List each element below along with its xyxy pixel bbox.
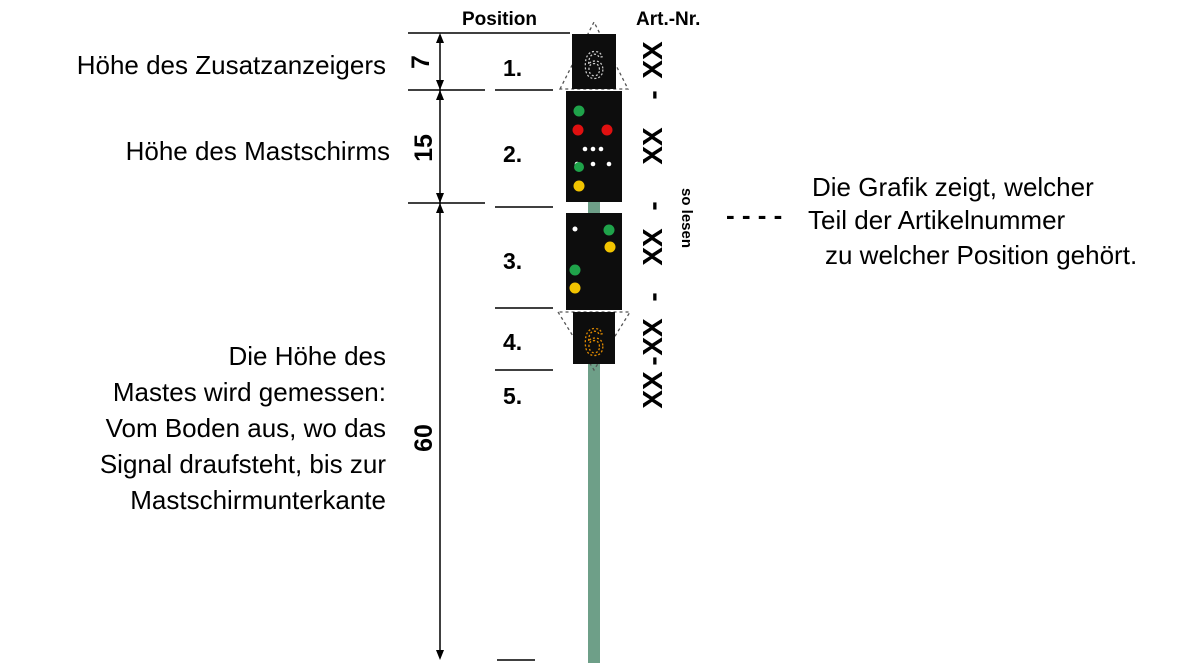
arrow-up-2 [436,90,444,100]
position-1: 1. [503,55,522,81]
position-4: 4. [503,329,522,355]
mast-desc-line-5: Mastschirmunterkante [130,485,386,515]
lamp-yellow-right [604,241,616,253]
art-sep-4: - [637,356,668,365]
signal-mast [588,360,600,663]
art-sep-3: - [637,292,668,301]
top-indicator-screen [572,34,616,89]
legend-line-1: Die Grafik zeigt, welcher [812,172,1094,202]
lamp-yellow-left [569,282,581,294]
bottom-indicator: 6 [556,311,632,372]
main-signal-screen [566,91,622,202]
bottom-indicator-digit: 6 [583,322,604,364]
top-indicator-digit: 6 [583,45,604,87]
legend: - - - - Die Grafik zeigt, welcher Teil d… [726,172,1137,270]
bottom-indicator-screen [573,312,615,364]
mast-desc-line-3: Vom Boden aus, wo das [106,413,386,443]
top-indicator: 6 [558,20,630,90]
art-sep-1: - [637,90,668,99]
legend-line-2: Teil der Artikelnummer [808,205,1066,235]
mast-desc-line-2: Mastes wird gemessen: [113,377,386,407]
lamp-red-left [572,124,584,136]
signal-mast-connector [588,200,600,215]
vorsignal-screen [566,213,622,310]
position-3: 3. [503,248,522,274]
lamp-green-left [569,264,581,276]
label-mast-description: Die Höhe des Mastes wird gemessen: Vom B… [100,341,386,515]
arrow-down-2 [436,193,444,203]
art-nr-header: Art.-Nr. [636,9,700,30]
article-number-column: XX - XX - XX - XX - XX so lesen [637,41,695,409]
dimension-lines [408,32,570,661]
lamp-red-right [601,124,613,136]
art-sep-2: - [637,201,668,210]
art-part-4: XX [637,318,668,356]
dim-value-mast: 60 [410,424,438,452]
dim-value-mastschirm: 15 [410,134,438,162]
white-dot-lamps [574,146,612,167]
legend-dashes: - - - - [726,200,782,230]
so-lesen-hint: so lesen [678,188,695,248]
label-zusatzanzeiger: Höhe des Zusatzanzeigers [77,50,386,80]
art-part-5: XX [637,371,668,409]
label-mastschirm: Höhe des Mastschirms [126,136,390,166]
position-5: 5. [503,383,522,409]
art-part-2: XX [637,127,668,165]
lamp-green-top [573,105,585,117]
arrow-down-1 [436,80,444,90]
mast-desc-line-4: Signal draufsteht, bis zur [100,449,386,479]
mast-desc-line-1: Die Höhe des [228,341,386,371]
signal-graphic: 6 6 [556,20,632,663]
art-part-3: XX [637,228,668,266]
position-header: Position [462,9,537,30]
dim-value-zusatz: 7 [407,55,435,69]
art-part-1: XX [637,41,668,79]
position-2: 2. [503,141,522,167]
lamp-green-right [603,224,615,236]
arrow-up-1 [436,33,444,43]
arrow-down-3 [436,650,444,660]
arrow-up-3 [436,203,444,213]
lamp-white-small [572,226,578,232]
legend-line-3: zu welcher Position gehört. [825,240,1137,270]
lamp-yellow-bottom [573,180,585,192]
dimension-arrows [436,33,444,660]
lamp-green-bottom [574,162,584,172]
